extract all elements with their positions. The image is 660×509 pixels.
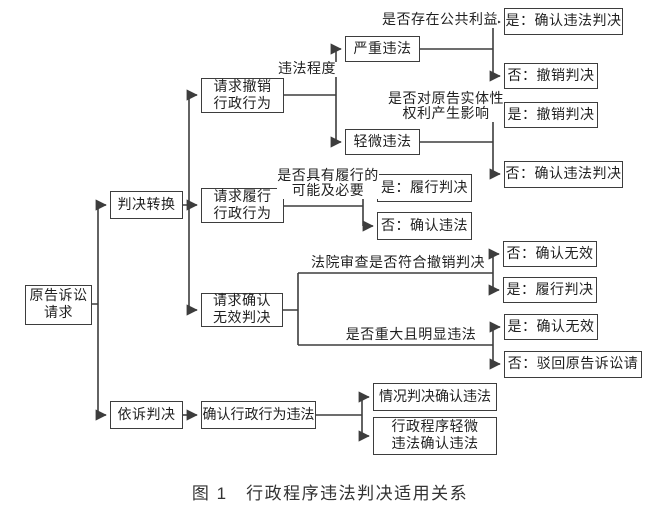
figure-caption: 图 1 行政程序违法判决适用关系 — [191, 484, 469, 503]
node-yes-revoke-judgment: 是：撤销判决 — [504, 102, 598, 128]
node-yes-perform-judgment-2: 是：履行判决 — [503, 277, 597, 303]
node-no-confirm-illegal: 否：确认违法 — [377, 212, 472, 240]
node-plaintiff-claim: 原告诉讼 请求 — [25, 285, 92, 325]
node-per-claim-judgment: 依诉判决 — [110, 401, 183, 429]
node-minor-violation: 轻微违法 — [345, 129, 420, 155]
node-no-confirm-illegal-judgment: 否：确认违法判决 — [504, 161, 623, 188]
node-confirm-act-illegal: 确认行政行为违法 — [201, 401, 316, 429]
node-judgment-conversion: 判决转换 — [110, 191, 183, 219]
node-yes-confirm-invalid: 是：确认无效 — [504, 314, 598, 340]
node-situation-judgment: 情况判决确认违法 — [373, 383, 497, 411]
label-perform-possible: 是否具有履行的 可能及必要 — [277, 169, 379, 199]
node-yes-perform-judgment: 是：履行判决 — [377, 174, 472, 202]
node-no-dismiss-claim: 否：驳回原告诉讼请 — [504, 351, 642, 378]
label-violation-degree: 违法程度 — [276, 62, 338, 77]
label-substantive-rights: 是否对原告实体性 权利产生影响 — [388, 92, 504, 122]
label-major-obvious: 是否重大且明显违法 — [336, 328, 486, 343]
label-court-review: 法院审查是否符合撤销判决 — [311, 256, 485, 271]
node-request-revoke: 请求撤销 行政行为 — [201, 78, 284, 113]
label-public-interest: 是否存在公共利益 — [382, 13, 498, 28]
node-request-perform: 请求履行 行政行为 — [201, 188, 284, 223]
node-serious-violation: 严重违法 — [345, 36, 420, 62]
node-minor-procedure-confirm: 行政程序轻微 违法确认违法 — [373, 417, 497, 455]
node-request-invalid: 请求确认 无效判决 — [201, 293, 283, 327]
node-yes-confirm-illegal-judgment: 是：确认违法判决 — [504, 8, 623, 35]
node-no-confirm-invalid: 否：确认无效 — [503, 241, 597, 267]
node-no-revoke-judgment: 否：撤销判决 — [504, 63, 598, 89]
